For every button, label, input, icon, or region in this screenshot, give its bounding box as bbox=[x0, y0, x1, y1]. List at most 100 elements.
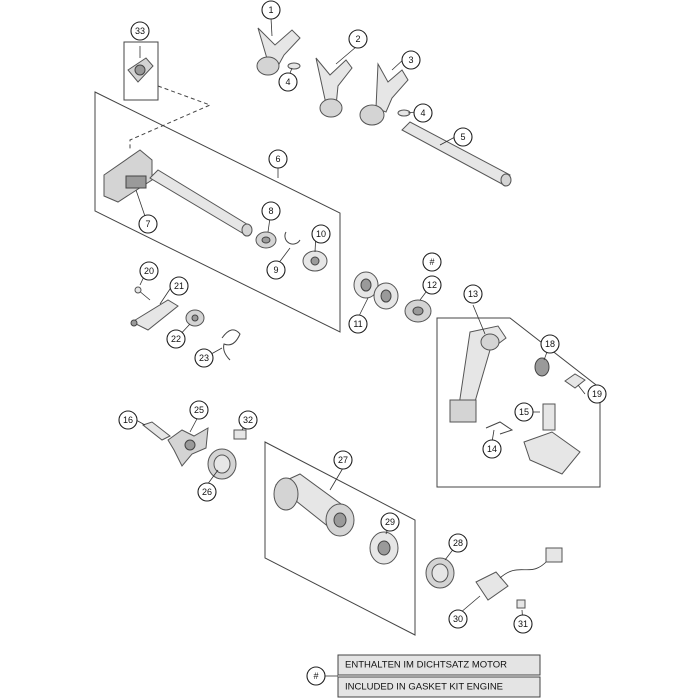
callout-11[interactable]: 11 bbox=[348, 314, 368, 334]
legend: # ENTHALTEN IM DICHTSATZ MOTOR INCLUDED … bbox=[306, 654, 541, 698]
callout-22[interactable]: 22 bbox=[166, 329, 186, 349]
callout-26-label: 26 bbox=[202, 487, 212, 497]
callout-1-label: 1 bbox=[268, 5, 273, 15]
callout-7-label: 7 bbox=[145, 219, 150, 229]
callout-10-label: 10 bbox=[316, 229, 326, 239]
callout-4-upper[interactable]: 4 bbox=[278, 72, 298, 92]
callout-13-label: 13 bbox=[468, 289, 478, 299]
callout-27[interactable]: 27 bbox=[333, 450, 353, 470]
callout-9-label: 9 bbox=[273, 265, 278, 275]
part-30-gear-position-sensor bbox=[475, 547, 563, 601]
part-16-bolt bbox=[141, 421, 171, 441]
callout-11-label: 11 bbox=[353, 319, 362, 329]
callout-2-label: 2 bbox=[355, 34, 360, 44]
callout-19[interactable]: 19 bbox=[587, 384, 607, 404]
legend-text-de: ENTHALTEN IM DICHTSATZ MOTOR bbox=[345, 660, 507, 671]
part-8-bushing bbox=[255, 231, 277, 249]
legend-symbol: # bbox=[313, 671, 318, 681]
part-26-seal-ring bbox=[207, 448, 237, 480]
callout-22-label: 22 bbox=[171, 334, 181, 344]
part-31-screw bbox=[516, 599, 526, 609]
part-13-shift-lever bbox=[449, 325, 507, 423]
part-6-shift-shaft bbox=[103, 149, 253, 237]
callout-4-lower-label: 4 bbox=[420, 108, 425, 118]
callout-20[interactable]: 20 bbox=[139, 261, 159, 281]
callout-hash-label: # bbox=[429, 257, 434, 267]
callout-27-label: 27 bbox=[338, 455, 348, 465]
callout-1[interactable]: 1 bbox=[261, 0, 281, 20]
callout-10[interactable]: 10 bbox=[311, 224, 331, 244]
callout-18[interactable]: 18 bbox=[540, 334, 560, 354]
callout-30-label: 30 bbox=[453, 614, 463, 624]
callout-13[interactable]: 13 bbox=[463, 284, 483, 304]
part-18-washer bbox=[534, 357, 550, 377]
callout-5[interactable]: 5 bbox=[453, 127, 473, 147]
callout-26[interactable]: 26 bbox=[197, 482, 217, 502]
callout-14-label: 14 bbox=[487, 444, 497, 454]
callout-29[interactable]: 29 bbox=[380, 512, 400, 532]
callout-33-label: 33 bbox=[135, 26, 145, 36]
part-shift-pedal-tip bbox=[523, 431, 581, 475]
part-1-shift-fork bbox=[256, 27, 301, 76]
part-23-return-spring bbox=[221, 329, 241, 361]
callout-15-label: 15 bbox=[519, 407, 529, 417]
part-32-screw bbox=[233, 429, 247, 440]
part-3-shift-fork bbox=[359, 62, 409, 126]
callout-2[interactable]: 2 bbox=[348, 29, 368, 49]
part-27-shift-drum bbox=[273, 473, 355, 537]
part-7-spring bbox=[125, 175, 147, 189]
part-12-shaft-seal bbox=[404, 299, 432, 323]
callout-8[interactable]: 8 bbox=[261, 201, 281, 221]
callout-9[interactable]: 9 bbox=[266, 260, 286, 280]
callout-23[interactable]: 23 bbox=[194, 348, 214, 368]
callout-32[interactable]: 32 bbox=[238, 410, 258, 430]
callout-30[interactable]: 30 bbox=[448, 609, 468, 629]
callout-7[interactable]: 7 bbox=[138, 214, 158, 234]
part-9-circlip bbox=[284, 231, 301, 245]
part-2-shift-fork bbox=[315, 57, 353, 118]
callout-25-label: 25 bbox=[194, 405, 204, 415]
callout-16-label: 16 bbox=[123, 415, 133, 425]
callout-28[interactable]: 28 bbox=[448, 533, 468, 553]
part-28-seal bbox=[425, 557, 455, 589]
group-outline-shift-lever bbox=[436, 317, 601, 488]
callout-4-upper-label: 4 bbox=[285, 77, 290, 87]
legend-row-de bbox=[337, 654, 541, 676]
callout-4-lower[interactable]: 4 bbox=[413, 103, 433, 123]
callout-3[interactable]: 3 bbox=[401, 50, 421, 70]
part-11-needle-bearing-left bbox=[353, 271, 379, 299]
callout-21[interactable]: 21 bbox=[169, 276, 189, 296]
callout-12[interactable]: 12 bbox=[422, 275, 442, 295]
legend-row-en bbox=[337, 676, 541, 698]
legend-text-en: INCLUDED IN GASKET KIT ENGINE bbox=[345, 682, 503, 693]
group-outline-shift-drum bbox=[264, 441, 416, 636]
part-25-locking-lever bbox=[167, 427, 209, 467]
callout-18-label: 18 bbox=[545, 339, 555, 349]
callout-12-label: 12 bbox=[427, 280, 437, 290]
callout-28-label: 28 bbox=[453, 538, 463, 548]
callout-16[interactable]: 16 bbox=[118, 410, 138, 430]
part-33-spring-lever bbox=[127, 57, 154, 83]
part-5-shift-rail bbox=[401, 121, 512, 187]
part-10-washer bbox=[302, 250, 328, 272]
callout-29-label: 29 bbox=[385, 517, 395, 527]
callout-6[interactable]: 6 bbox=[268, 149, 288, 169]
callout-14[interactable]: 14 bbox=[482, 439, 502, 459]
part-14-clip bbox=[485, 421, 514, 435]
part-11-needle-bearing-right bbox=[373, 282, 399, 310]
part-29-bearing bbox=[369, 531, 399, 565]
callout-25[interactable]: 25 bbox=[189, 400, 209, 420]
callout-3-label: 3 bbox=[408, 55, 413, 65]
callout-23-label: 23 bbox=[199, 353, 209, 363]
part-4-guide-pin-upper bbox=[287, 62, 301, 70]
callout-31-label: 31 bbox=[518, 619, 528, 629]
callout-15[interactable]: 15 bbox=[514, 402, 534, 422]
callout-33[interactable]: 33 bbox=[130, 21, 150, 41]
callout-5-label: 5 bbox=[460, 132, 465, 142]
callout-32-label: 32 bbox=[243, 415, 253, 425]
callout-hash[interactable]: # bbox=[422, 252, 442, 272]
callout-21-label: 21 bbox=[174, 281, 184, 291]
callout-31[interactable]: 31 bbox=[513, 614, 533, 634]
